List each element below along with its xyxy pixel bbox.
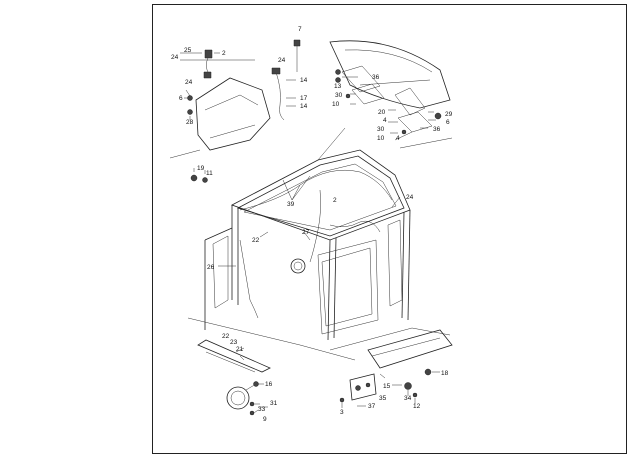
- callout-9: 9: [263, 416, 267, 423]
- callout-2: 2: [222, 50, 226, 57]
- callout-39: 39: [287, 201, 295, 208]
- callout-11: 11: [206, 170, 213, 177]
- callout-4: 4: [383, 117, 387, 124]
- callout-26: 26: [207, 264, 215, 271]
- callout-36: 36: [372, 74, 380, 81]
- callout-34: 34: [404, 395, 412, 402]
- callout-24: 24: [185, 79, 193, 86]
- callout-23: 23: [230, 339, 238, 346]
- callout-10: 10: [332, 101, 340, 108]
- callout-30: 30: [335, 92, 343, 99]
- callout-33: 33: [258, 406, 266, 413]
- callout-29: 29: [445, 111, 453, 118]
- callout-25: 25: [184, 47, 192, 54]
- detail-bottom-right: [339, 329, 453, 408]
- callout-6: 6: [179, 95, 183, 102]
- callout-13: 13: [334, 83, 342, 90]
- callout-19: 19: [197, 165, 205, 172]
- callout-15: 15: [383, 383, 391, 390]
- detail-top-right: [317, 40, 451, 161]
- callout-30: 30: [377, 126, 385, 133]
- callout-10: 10: [377, 135, 385, 142]
- detail-bolts-left: [190, 168, 208, 183]
- callout-18: 18: [441, 370, 449, 377]
- detail-bottom-left: [197, 339, 271, 416]
- callout-16: 16: [265, 381, 273, 388]
- callout-labels: 25 2 24 7 24 14 17 14 24 6 28 13 36 30 1…: [171, 26, 453, 423]
- callout-4: 4: [396, 135, 400, 142]
- callout-20: 20: [378, 109, 386, 116]
- callout-6: 6: [446, 119, 450, 126]
- callout-14: 14: [300, 103, 308, 110]
- callout-22: 22: [222, 333, 230, 340]
- callout-21: 21: [236, 346, 244, 353]
- callout-36: 36: [433, 126, 441, 133]
- callout-27: 27: [302, 229, 310, 236]
- callout-7: 7: [298, 26, 302, 33]
- callout-24: 24: [278, 57, 286, 64]
- callout-2: 2: [333, 197, 337, 204]
- callout-17: 17: [300, 95, 308, 102]
- drawing-frame: [152, 4, 627, 454]
- callout-22: 22: [252, 237, 260, 244]
- callout-12: 12: [413, 403, 421, 410]
- callout-35: 35: [379, 395, 387, 402]
- callout-37: 37: [368, 403, 376, 410]
- callout-31: 31: [270, 400, 278, 407]
- callout-24: 24: [171, 54, 179, 61]
- detail-top-left: [180, 39, 301, 151]
- callout-24: 24: [406, 194, 414, 201]
- cab-frame: [169, 137, 453, 361]
- callout-14: 14: [300, 77, 308, 84]
- callout-28: 28: [186, 119, 194, 126]
- callout-3: 3: [340, 409, 344, 416]
